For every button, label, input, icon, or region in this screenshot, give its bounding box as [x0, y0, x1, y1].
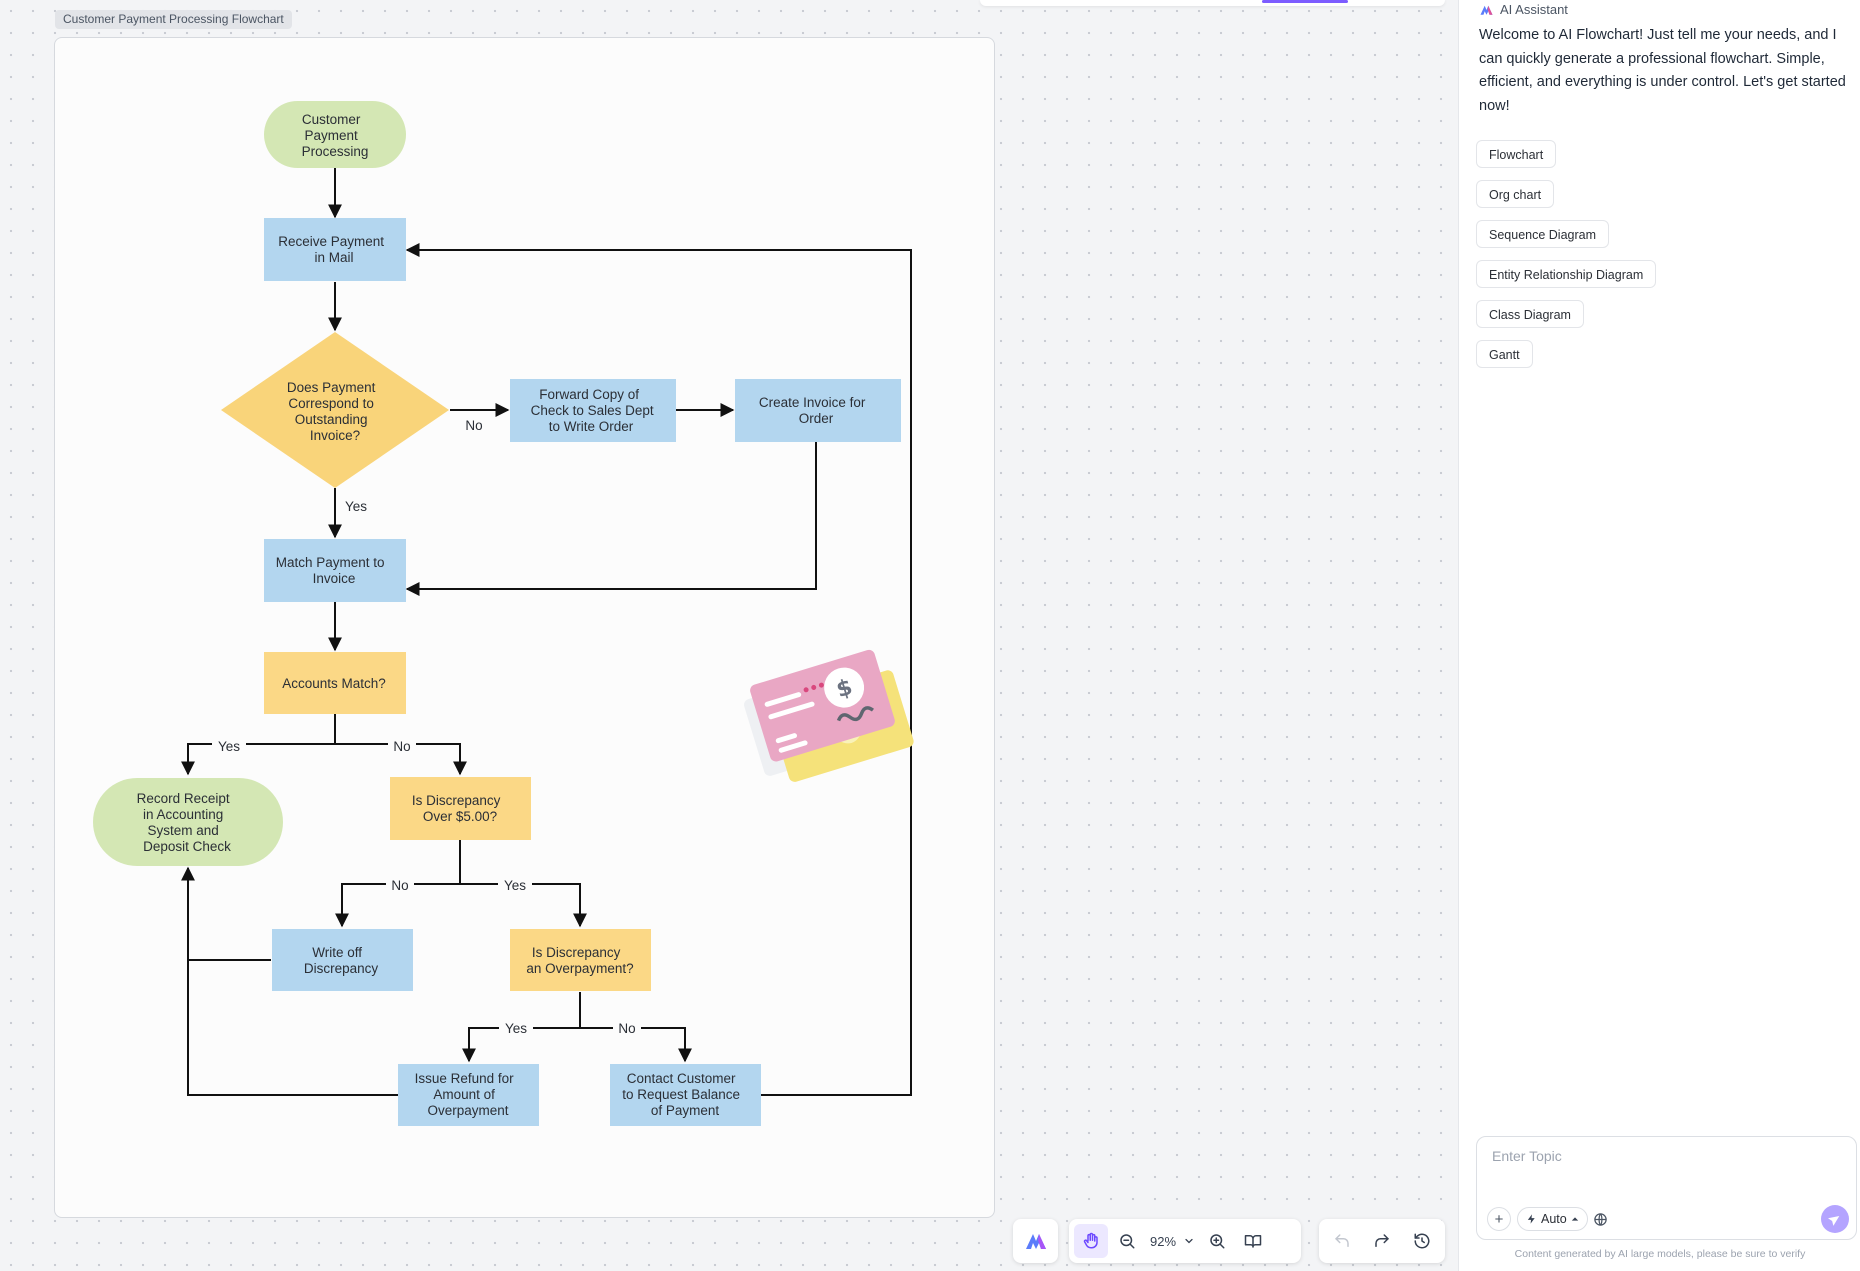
node-correspond-decision[interactable]: Does Payment Correspond to Outstanding I…: [221, 332, 449, 488]
edge-label-accounts-no: No: [393, 739, 410, 754]
edge-label-bg: [212, 736, 246, 754]
node-contact-customer-text: Contact Customer to Request Balance of P…: [622, 1071, 744, 1118]
edge-create-match: [405, 442, 817, 596]
mode-label: Auto: [1541, 1212, 1567, 1226]
suggestion-gantt[interactable]: Gantt: [1476, 340, 1533, 368]
node-forward-copy-text: Forward Copy of Check to Sales Dept to W…: [531, 387, 658, 434]
edge-label-bg: [462, 416, 486, 434]
node-create-invoice-text: Create Invoice for Order: [759, 395, 869, 426]
ai-assistant-panel: AI Assistant Welcome to AI Flowchart! Ju…: [1458, 0, 1860, 1271]
redo-icon[interactable]: [1365, 1224, 1399, 1258]
lightning-icon: [1527, 1214, 1535, 1224]
edge-overpayment-refund: [462, 1027, 580, 1063]
zoom-out-icon[interactable]: [1110, 1224, 1144, 1258]
book-icon[interactable]: [1236, 1224, 1270, 1258]
edge-discrepancy-writeoff: [335, 883, 460, 928]
history-icon[interactable]: [1405, 1224, 1439, 1258]
edge-accounts-record: [181, 743, 335, 776]
edge-label-bg: [499, 1019, 533, 1037]
node-correspond-decision-text: Does Payment Correspond to Outstanding I…: [287, 380, 379, 443]
edge-label-bg: [613, 1019, 641, 1037]
history-toolbar: [1319, 1219, 1445, 1263]
payment-card-illustration[interactable]: $: [739, 645, 915, 790]
node-match-payment[interactable]: Match Payment to Invoice: [264, 539, 406, 602]
welcome-message: Welcome to AI Flowchart! Just tell me yo…: [1479, 27, 1846, 114]
edge-labels: No Yes Yes No No Yes Yes No: [212, 416, 641, 1037]
zoom-toolbar: 92%: [1069, 1219, 1301, 1263]
ai-logo-icon[interactable]: [1019, 1224, 1053, 1258]
send-button[interactable]: [1821, 1205, 1849, 1233]
edge-contact-receive: [405, 243, 912, 1096]
send-icon: [1828, 1215, 1840, 1226]
suggestion-sequence-diagram[interactable]: Sequence Diagram: [1476, 220, 1610, 248]
node-accounts-match-text: Accounts Match?: [282, 676, 386, 691]
undo-icon[interactable]: [1325, 1224, 1359, 1258]
node-write-off[interactable]: Write off Discrepancy: [272, 929, 413, 991]
add-attachment-button[interactable]: +: [1487, 1207, 1511, 1231]
edge-label-accounts-yes: Yes: [218, 739, 240, 754]
panel-title: AI Assistant: [1500, 2, 1568, 17]
suggestion-er-diagram[interactable]: Entity Relationship Diagram: [1476, 260, 1657, 288]
ai-logo-group: [1013, 1219, 1058, 1263]
panel-header: AI Assistant: [1479, 2, 1568, 17]
suggestion-org-chart[interactable]: Org chart: [1476, 180, 1555, 208]
edge-label-over-no: No: [391, 878, 408, 893]
topic-input[interactable]: [1490, 1147, 1834, 1165]
node-discrepancy-over[interactable]: Is Discrepancy Over $5.00?: [390, 777, 531, 840]
node-overpayment-text: Is Discrepancy an Overpayment?: [526, 945, 633, 976]
edge-label-bg: [388, 736, 416, 754]
edge-refund-record: [187, 960, 398, 1096]
node-overpayment[interactable]: Is Discrepancy an Overpayment?: [510, 929, 651, 991]
chevron-down-icon[interactable]: [1180, 1224, 1198, 1258]
frame-title[interactable]: Customer Payment Processing Flowchart: [55, 10, 292, 29]
node-forward-copy[interactable]: Forward Copy of Check to Sales Dept to W…: [510, 379, 676, 442]
edge-label-overpay-no: No: [618, 1021, 635, 1036]
suggestion-flowchart[interactable]: Flowchart: [1476, 140, 1557, 168]
node-match-payment-text: Match Payment to Invoice: [276, 555, 389, 586]
node-accounts-match[interactable]: Accounts Match?: [264, 652, 406, 714]
edge-label-overpay-yes: Yes: [505, 1021, 527, 1036]
caret-up-icon: [1571, 1217, 1578, 1221]
mode-selector[interactable]: Auto: [1517, 1207, 1588, 1231]
globe-icon[interactable]: [1589, 1208, 1611, 1230]
node-receive-payment[interactable]: Receive Payment in Mail: [264, 218, 406, 281]
top-panel-accent: [1262, 0, 1348, 3]
node-record-receipt[interactable]: Record Receipt in Accounting System and …: [93, 778, 283, 866]
node-record-receipt-text: Record Receipt in Accounting System and …: [137, 791, 234, 854]
top-panel-edge: [980, 0, 1445, 6]
suggestion-class-diagram[interactable]: Class Diagram: [1476, 300, 1584, 328]
node-write-off-text: Write off Discrepancy: [304, 945, 379, 976]
node-discrepancy-over-text: Is Discrepancy Over $5.00?: [412, 793, 504, 824]
edge-accounts-discrepancy: [335, 743, 467, 776]
edge-writeoff-record: [181, 866, 271, 961]
node-issue-refund-text: Issue Refund for Amount of Overpayment: [415, 1071, 518, 1118]
edge-label-correspond-no: No: [465, 418, 482, 433]
edge-label-bg: [498, 876, 532, 894]
ai-assistant-logo-icon: [1480, 5, 1493, 15]
zoom-level[interactable]: 92%: [1150, 1233, 1177, 1249]
edge-label-correspond-yes: Yes: [345, 499, 367, 514]
node-create-invoice[interactable]: Create Invoice for Order: [735, 379, 901, 442]
flowchart-nodes: Customer Payment Processing Receive Paym…: [93, 101, 901, 1126]
edge-label-over-yes: Yes: [504, 878, 526, 893]
flowchart-canvas[interactable]: No Yes Yes No No Yes Yes No Customer Pay…: [0, 0, 1000, 1230]
topic-input-box: + Auto: [1476, 1136, 1857, 1240]
plus-icon: +: [1494, 1210, 1504, 1228]
node-issue-refund[interactable]: Issue Refund for Amount of Overpayment: [398, 1064, 539, 1126]
hand-tool-icon[interactable]: [1074, 1224, 1108, 1258]
node-receive-payment-text: Receive Payment in Mail: [278, 234, 388, 265]
ai-disclaimer: Content generated by AI large models, pl…: [1514, 1248, 1806, 1260]
node-contact-customer[interactable]: Contact Customer to Request Balance of P…: [610, 1064, 761, 1126]
node-start-text: Customer Payment Processing: [302, 112, 369, 159]
edge-label-bg: [386, 876, 414, 894]
node-start[interactable]: Customer Payment Processing: [264, 101, 406, 168]
zoom-in-icon[interactable]: [1200, 1224, 1234, 1258]
svg-text:$: $: [834, 675, 856, 703]
